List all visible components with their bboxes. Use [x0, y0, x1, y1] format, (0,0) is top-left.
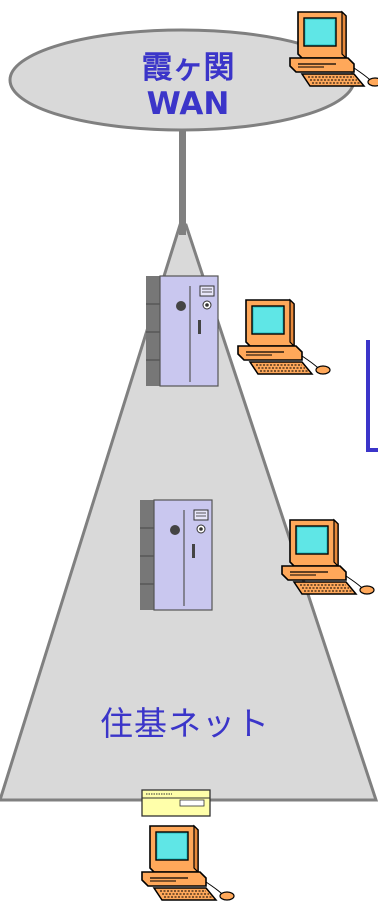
bracket-marker — [366, 340, 378, 452]
server-icon — [145, 275, 219, 387]
juki-net-label: 住基ネット — [100, 704, 270, 743]
pc-icon — [289, 11, 378, 87]
wan-link-line — [179, 125, 186, 235]
server-icon — [139, 499, 213, 611]
pc-icon — [281, 519, 375, 595]
wan-label-line2: WAN — [146, 86, 230, 122]
router-icon — [141, 789, 211, 817]
pc-icon — [237, 299, 331, 375]
wan-label-line1: 霞ヶ関 — [141, 50, 235, 86]
pc-icon — [141, 825, 235, 901]
